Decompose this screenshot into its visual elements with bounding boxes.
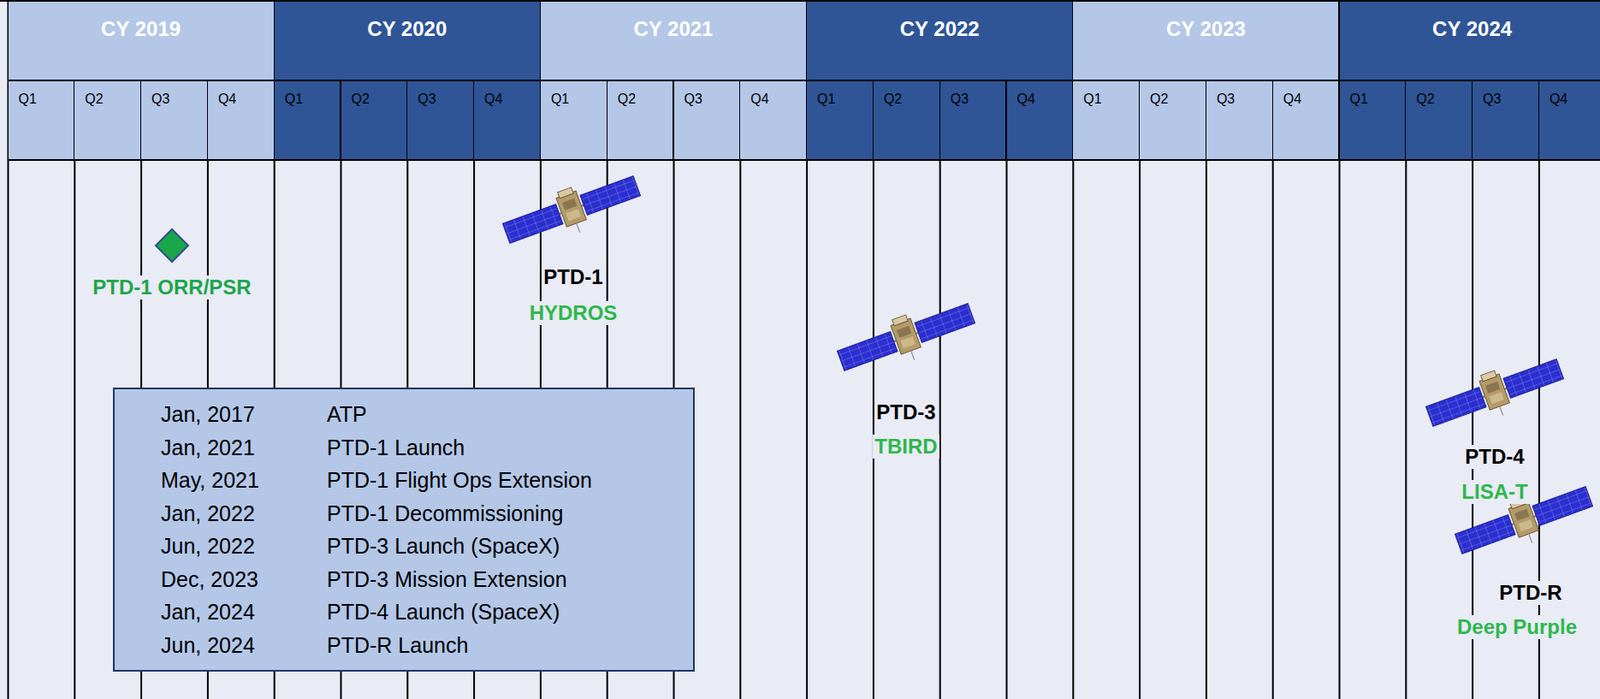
table-cell: Jan, 2022 <box>160 497 327 531</box>
quarter-label: Q4 <box>1273 81 1340 107</box>
quarter-header: Q3 <box>141 81 209 161</box>
table-cell: ATP <box>326 397 593 432</box>
quarter-header: Q1 <box>274 81 343 161</box>
year-label: CY 2024 <box>1339 1 1600 42</box>
mission-name: TBIRD <box>872 434 939 459</box>
quarter-label: Q2 <box>607 81 674 107</box>
quarter-header: Q4 <box>474 81 542 161</box>
year-header: CY 2020 <box>274 0 542 82</box>
quarter-header: Q2 <box>1405 81 1474 161</box>
table-cell: Jan, 2017 <box>160 397 327 432</box>
year-label: CY 2023 <box>1072 1 1339 42</box>
quarter-header: Q3 <box>1472 81 1541 161</box>
table-cell: PTD-1 Flight Ops Extension <box>326 463 593 498</box>
quarter-header: Q2 <box>341 81 409 161</box>
mission-id: PTD-3 <box>874 400 937 425</box>
year-header: CY 2021 <box>540 0 808 82</box>
table-cell: Jan, 2021 <box>160 431 327 465</box>
quarter-header: Q4 <box>207 81 276 161</box>
quarter-header: Q4 <box>1273 81 1341 161</box>
diamond-label: PTD-1 ORR/PSR <box>90 275 253 300</box>
table-cell: Dec, 2023 <box>160 562 327 597</box>
satellite-icon <box>833 293 980 384</box>
table-cell: PTD-3 Mission Extension <box>326 562 593 597</box>
quarter-label: Q2 <box>74 81 141 107</box>
table-cell: Jun, 2024 <box>160 628 327 663</box>
mission-id: PTD-R <box>1497 580 1564 605</box>
quarter-header: Q2 <box>873 81 942 161</box>
quarter-label: Q4 <box>207 81 274 107</box>
table-cell: Jan, 2024 <box>160 595 327 629</box>
satellite-icon <box>1422 349 1569 439</box>
quarter-header: Q2 <box>607 81 676 161</box>
mission-id: PTD-1 <box>541 265 605 290</box>
table-cell: PTD-3 Launch (SpaceX) <box>326 529 593 563</box>
satellite-icon <box>1451 476 1598 567</box>
year-label: CY 2019 <box>8 1 274 42</box>
year-label: CY 2020 <box>274 1 540 42</box>
quarter-header: Q1 <box>540 81 609 161</box>
quarter-header: Q2 <box>1139 81 1208 161</box>
quarter-label: Q2 <box>873 81 940 107</box>
quarter-label: Q1 <box>1072 81 1139 107</box>
quarter-label: Q3 <box>141 81 208 107</box>
quarter-header: Q1 <box>8 81 77 161</box>
quarter-label: Q1 <box>806 81 873 107</box>
year-header: CY 2023 <box>1072 0 1340 82</box>
quarter-header: Q4 <box>740 81 808 161</box>
schedule-table: Jan, 2017ATPJan, 2021PTD-1 LaunchMay, 20… <box>112 387 695 672</box>
quarter-header: Q3 <box>1206 81 1275 161</box>
quarter-label: Q3 <box>940 81 1007 107</box>
quarter-header: Q3 <box>407 81 475 161</box>
mission-id: PTD-4 <box>1463 444 1526 469</box>
quarter-header: Q4 <box>1539 81 1600 161</box>
diamond-symbol <box>154 227 190 264</box>
year-header: CY 2022 <box>806 0 1074 82</box>
quarter-header: Q1 <box>806 81 875 161</box>
quarter-label: Q1 <box>540 81 607 107</box>
quarter-label: Q2 <box>1405 81 1472 107</box>
table-cell: PTD-1 Decommissioning <box>326 497 593 531</box>
year-label: CY 2022 <box>806 1 1073 42</box>
mission-name: HYDROS <box>527 301 620 326</box>
mission-name: LISA-T <box>1459 480 1529 504</box>
table-cell: PTD-R Launch <box>326 628 593 663</box>
quarter-label: Q2 <box>1139 81 1206 107</box>
table-cell: May, 2021 <box>160 463 327 498</box>
quarter-header: Q3 <box>940 81 1008 161</box>
quarter-label: Q1 <box>8 81 75 107</box>
quarter-label: Q2 <box>341 81 408 107</box>
quarter-label: Q3 <box>1472 81 1539 107</box>
quarter-header: Q4 <box>1007 81 1075 161</box>
satellite-icon <box>498 165 646 256</box>
quarter-label: Q4 <box>1539 81 1600 107</box>
year-header: CY 2024 <box>1339 0 1600 82</box>
quarter-label: Q4 <box>740 81 806 107</box>
quarter-label: Q1 <box>1339 81 1406 107</box>
quarter-label: Q3 <box>674 81 741 107</box>
mission-name: Deep Purple <box>1455 615 1579 640</box>
quarter-header: Q3 <box>674 81 742 161</box>
year-header: CY 2019 <box>8 0 276 82</box>
table-cell: PTD-4 Launch (SpaceX) <box>326 595 593 629</box>
quarter-label: Q4 <box>474 81 540 107</box>
quarter-header: Q2 <box>74 81 143 161</box>
quarter-header: Q1 <box>1339 81 1408 161</box>
quarter-label: Q3 <box>1206 81 1273 107</box>
milestone-diamond: PTD-1 ORR/PSR <box>90 227 253 300</box>
year-label: CY 2021 <box>540 1 806 42</box>
table-cell: PTD-1 Launch <box>326 431 593 465</box>
quarter-label: Q3 <box>407 81 474 107</box>
quarter-header: Q1 <box>1072 81 1141 161</box>
table-cell: Jun, 2022 <box>160 529 327 563</box>
quarter-label: Q1 <box>274 81 341 107</box>
quarter-label: Q4 <box>1007 81 1073 107</box>
